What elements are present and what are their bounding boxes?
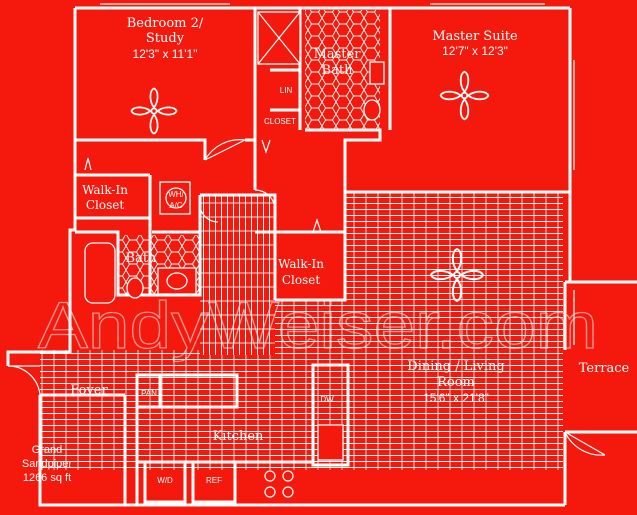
dining-living-label-2: Room: [437, 375, 475, 390]
walls: [6, 3, 637, 507]
doors: [7, 139, 606, 456]
fixtures: [84, 11, 490, 498]
terrace-label: Terrace: [579, 361, 630, 376]
bedroom2-label-2: Study: [146, 31, 185, 46]
walkin-closet-2-label-2: Closet: [282, 273, 321, 287]
floor-hatching: [40, 10, 563, 470]
bath-label: Bath: [126, 251, 158, 266]
kitchen-label: Kitchen: [213, 429, 264, 444]
unit-name: Grand: [32, 444, 63, 456]
walkin-closet-2-label: Walk-In: [278, 257, 324, 271]
watermark: AndyWeiser.com: [38, 288, 598, 362]
foyer-label: Foyer: [70, 383, 108, 398]
pantry-label: PAN: [141, 389, 157, 398]
wh-ac-label: WH/: [168, 190, 184, 199]
unit-info: Grand Sandpiper 1266 sq ft: [22, 444, 72, 484]
wh-ac-label-2: A/C: [169, 201, 183, 210]
master-suite-label: Master Suite: [432, 29, 518, 44]
walkin-closet-1-label-2: Closet: [86, 198, 125, 212]
dining-living-label: Dining / Living: [407, 359, 504, 374]
master-suite-size: 12'7" x 12'3": [442, 44, 508, 58]
refrigerator-label: REF: [206, 476, 222, 485]
master-bath-label-2: Bath: [322, 63, 354, 78]
bedroom2-label: Bedroom 2/: [127, 16, 204, 31]
ceiling-fan-icon: [439, 70, 490, 121]
bedroom2-size: 12'3" x 11'1": [133, 47, 198, 61]
dishwasher-label: DW: [320, 395, 334, 404]
closet-label: CLOSET: [264, 117, 296, 126]
walkin-closet-1-label: Walk-In: [82, 183, 128, 197]
unit-area: 1266 sq ft: [23, 472, 71, 484]
dining-living-size: 15'6" x 21'8": [423, 391, 489, 405]
ceiling-fan-icon: [130, 87, 178, 135]
room-labels: Bedroom 2/ Study 12'3" x 11'1" Master Ba…: [70, 16, 629, 485]
washer-dryer-label: W/D: [157, 476, 173, 485]
unit-name-2: Sandpiper: [22, 458, 72, 470]
master-bath-label: Master: [314, 47, 362, 62]
linen-label: LIN: [280, 86, 293, 95]
